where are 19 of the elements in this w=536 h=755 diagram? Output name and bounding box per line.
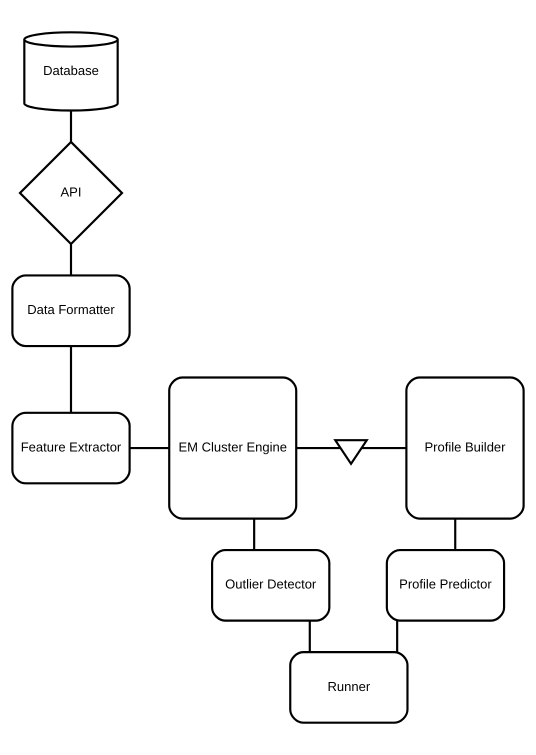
connector	[70, 110, 72, 142]
connector	[296, 446, 340, 450]
connector	[70, 244, 72, 276]
connector	[130, 446, 169, 450]
connector	[70, 346, 72, 412]
node-box: Outlier Detector	[211, 549, 330, 622]
node-box: Runner	[289, 651, 409, 724]
connector	[362, 446, 406, 450]
connector	[396, 620, 398, 652]
node-box: Data Formatter	[11, 274, 131, 348]
node-diamond: API	[18, 140, 124, 246]
connector	[454, 518, 456, 550]
node-box: Profile Predictor	[386, 549, 506, 622]
node-box: Profile Builder	[405, 376, 525, 520]
node-box: Feature Extractor	[11, 412, 131, 484]
node-box: EM Cluster Engine	[168, 376, 298, 520]
connector	[308, 620, 311, 652]
connector	[253, 518, 256, 550]
node-valve	[333, 439, 369, 466]
